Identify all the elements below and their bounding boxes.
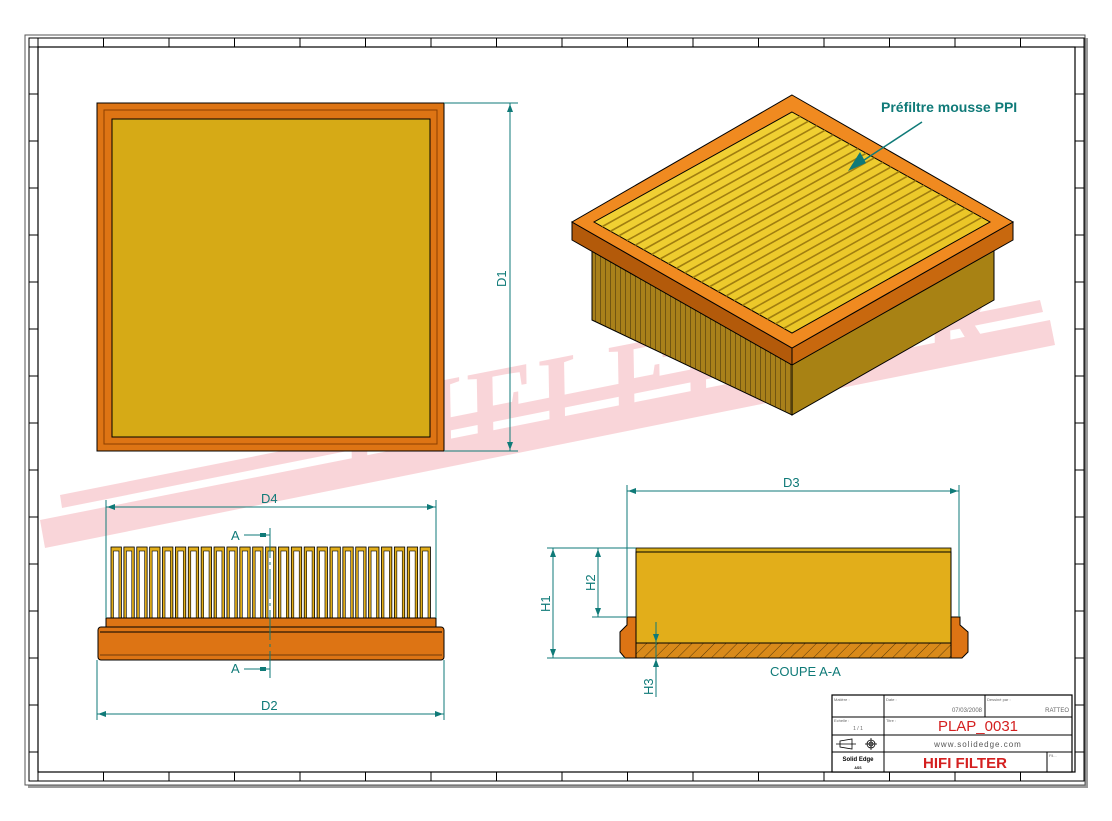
top-view	[96, 102, 445, 452]
company-name: HIFI FILTER	[923, 755, 1007, 772]
label-h1: H1	[538, 595, 553, 612]
dimension-d2: D2	[96, 660, 445, 720]
dimension-d4: D4	[105, 491, 437, 618]
section-label: COUPE A-A	[770, 664, 841, 679]
projection-symbol-icon	[836, 738, 877, 750]
material-label: Matière :	[834, 697, 850, 702]
dimension-d1: D1	[444, 102, 518, 452]
website: www.solidedge.com	[933, 740, 1022, 749]
dimension-d3: D3	[626, 475, 960, 617]
section-marker-top: A	[231, 528, 240, 543]
label-d2: D2	[261, 698, 278, 713]
software-name: Solid Edge	[842, 757, 874, 763]
part-number: PLAP_0031	[938, 718, 1018, 735]
date-label: Date :	[886, 697, 897, 702]
software-sub: ASS	[854, 766, 862, 770]
dimension-h1: H1	[538, 547, 636, 659]
annotation-prefilter: Préfiltre mousse PPI	[881, 99, 1017, 115]
scale-value: 1 / 1	[853, 726, 863, 732]
date-value: 07/03/2008	[952, 708, 983, 714]
title-label: Titre :	[886, 718, 896, 723]
dimension-h3: H3	[641, 622, 659, 697]
section-line-a: A A	[231, 528, 271, 678]
label-h2: H2	[583, 574, 598, 591]
section-view: COUPE A-A	[619, 547, 969, 679]
label-d3: D3	[783, 475, 800, 490]
title-block: Matière : Date : 07/03/2008 Dessiné par …	[831, 694, 1073, 773]
drawn-by-label: Dessiné par :	[987, 697, 1011, 702]
section-marker-bottom: A	[231, 661, 240, 676]
zone-ticks	[28, 37, 1085, 782]
isometric-view: Préfiltre mousse PPI	[570, 94, 1017, 416]
drawing-border	[37, 46, 1076, 773]
side-view	[97, 546, 445, 661]
label-d4: D4	[261, 491, 278, 506]
label-d1: D1	[494, 270, 509, 287]
file-label: Fil...	[1049, 753, 1057, 758]
drawn-by-value: RATTEO	[1045, 708, 1069, 714]
dimension-h2: H2	[583, 548, 627, 618]
scale-label: Echelle :	[834, 718, 849, 723]
label-h3: H3	[641, 678, 656, 695]
